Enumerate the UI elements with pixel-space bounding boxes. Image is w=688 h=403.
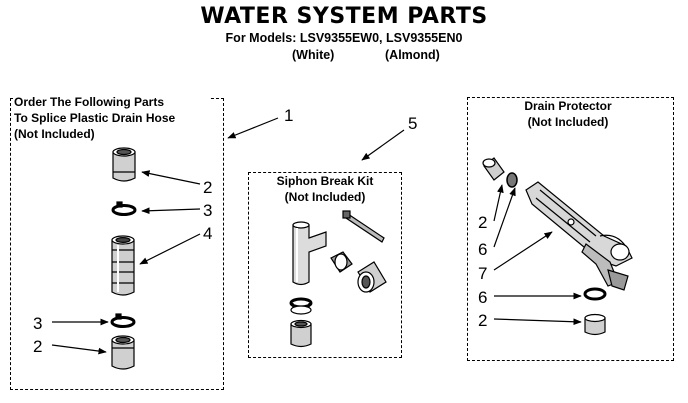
page-title: WATER SYSTEM PARTS	[200, 4, 488, 29]
leader-box-5	[361, 129, 405, 161]
callout-box-1: 1	[284, 106, 294, 125]
siphon-coupling	[290, 319, 312, 348]
callout-drain-clamp-bottom: 6	[478, 288, 488, 307]
callout-splice-coupling-bottom: 2	[33, 337, 43, 356]
siphon-pin	[342, 210, 385, 243]
callout-box-5: 5	[408, 114, 418, 133]
callout-drain-cap-bottom: 2	[478, 311, 488, 330]
siphon-parts	[289, 210, 387, 348]
callout-drain-cap-top: 2	[478, 213, 488, 232]
drain-label-line2: (Not Included)	[527, 115, 609, 129]
callout-drain-protector: 7	[478, 264, 488, 283]
callout-splice-clamp-bottom: 3	[33, 314, 43, 333]
siphon-label-line1: Siphon Break Kit	[276, 174, 374, 188]
leader-splice-clamp-top	[141, 207, 201, 215]
variant-almond: (Almond)	[385, 48, 440, 62]
leader-drain-cap-top	[493, 184, 504, 222]
clamp-top	[111, 201, 137, 216]
leader-splice-coupling-bottom	[51, 344, 107, 355]
coupling-bottom	[111, 335, 135, 370]
splice-connector	[111, 235, 135, 296]
siphon-nut	[330, 251, 353, 273]
leader-drain-protector	[493, 231, 553, 271]
siphon-clamp	[289, 297, 313, 315]
siphon-label-line2: (Not Included)	[284, 190, 366, 204]
splice-label-line3: (Not Included)	[14, 127, 95, 141]
coupling-top	[112, 147, 136, 182]
callout-drain-clamp-top: 6	[478, 240, 488, 259]
leader-lines	[51, 117, 582, 355]
drain-parts	[482, 157, 633, 336]
drain-cap-top	[482, 157, 505, 181]
drain-clamp-bottom	[583, 287, 607, 301]
leader-splice-connector	[139, 233, 201, 265]
splice-box-label: Order The Following Parts To Splice Plas…	[14, 94, 210, 142]
callout-splice-clamp-top: 3	[203, 201, 213, 220]
splice-parts	[110, 147, 137, 370]
drain-cap-bottom	[584, 313, 606, 336]
leader-splice-coupling-top	[141, 170, 201, 185]
models-line: For Models: LSV9355EW0, LSV9355EN0	[225, 31, 463, 45]
drain-protector-body	[525, 181, 633, 291]
siphon-break-kit-box	[248, 172, 402, 358]
splice-label-line2: To Splice Plastic Drain Hose	[14, 111, 176, 125]
variant-white: (White)	[292, 48, 335, 62]
leader-box-1	[227, 117, 279, 139]
drain-label-line1: Drain Protector	[524, 99, 612, 113]
drain-box-label: Drain Protector (Not Included)	[500, 98, 636, 130]
leader-drain-clamp-top	[493, 187, 516, 248]
siphon-box-label: Siphon Break Kit (Not Included)	[256, 173, 394, 205]
leader-drain-cap-bottom	[493, 318, 582, 326]
clamp-bottom	[110, 313, 136, 328]
siphon-valve-cap	[357, 261, 387, 293]
drain-clamp-top	[506, 172, 518, 188]
siphon-tee	[292, 221, 327, 286]
callout-splice-coupling-top: 2	[203, 178, 213, 197]
callout-splice-connector: 4	[203, 224, 213, 243]
splice-label-line1: Order The Following Parts	[14, 95, 165, 109]
drain-protector-box	[467, 97, 674, 361]
